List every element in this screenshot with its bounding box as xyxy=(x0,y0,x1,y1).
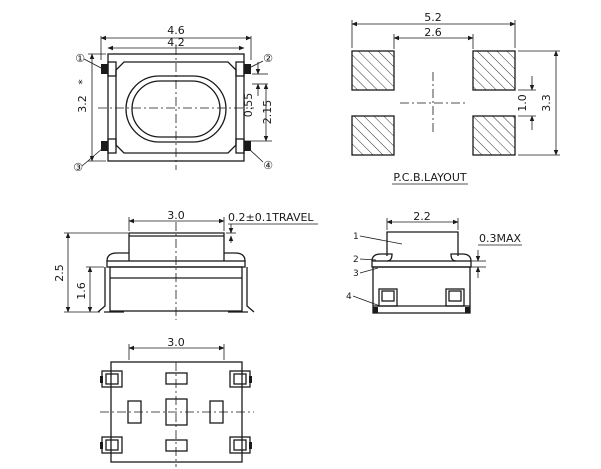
pcb-dim-height: 3.3 xyxy=(540,94,553,112)
side-dim-travel: 0.2±0.1TRAVEL xyxy=(228,211,314,224)
dim-outer-width: 4.6 xyxy=(167,24,185,37)
pcb-pad-tl xyxy=(351,50,395,91)
pin-pad-2 xyxy=(244,64,251,74)
detail-label-1: 1 xyxy=(353,232,359,242)
pcb-dim-pad-gap: 1.0 xyxy=(516,94,529,112)
pcb-dim-width: 5.2 xyxy=(424,11,442,24)
detail-dim-max: 0.3MAX xyxy=(479,232,522,245)
detail-actuator xyxy=(386,231,459,256)
dim-pin-span: 2.15 xyxy=(261,100,274,125)
bottom-dim-width: 3.0 xyxy=(167,336,185,349)
side-dim-actuator: 3.0 xyxy=(167,209,185,222)
side-actuator xyxy=(128,232,225,261)
dim-pin-width: 0.55 xyxy=(242,93,255,118)
side-view: 3.0 0.2±0.1TRAVEL 2.5 1.6 xyxy=(53,209,318,320)
detail-body xyxy=(372,266,471,314)
detail-label-4: 4 xyxy=(346,292,352,302)
side-terminal-left xyxy=(97,267,106,313)
detail-label-2: 2 xyxy=(353,255,359,265)
pin-label-3: ③ xyxy=(73,161,83,174)
pin-pad-1 xyxy=(101,64,108,74)
dim-star: * xyxy=(76,79,89,85)
pcb-caption: P.C.B.LAYOUT xyxy=(393,171,467,184)
pin-label-4: ④ xyxy=(263,159,273,172)
pcb-pad-tr xyxy=(472,50,516,91)
pin-pad-3 xyxy=(101,141,108,151)
bottom-view: 3.0 xyxy=(100,336,254,467)
bottom-feature-bottom xyxy=(165,439,188,452)
top-inner-frame xyxy=(115,61,237,154)
detail-dim-actuator: 2.2 xyxy=(413,210,431,223)
side-dim-total-height: 2.5 xyxy=(53,264,66,282)
dim-height: 3.2 xyxy=(76,95,89,113)
top-notch-tr xyxy=(235,61,245,77)
bottom-feature-top xyxy=(165,372,188,385)
pcb-dim-gap: 2.6 xyxy=(424,26,442,39)
dim-inner-width: 4.2 xyxy=(167,36,185,49)
top-view: 4.6 4.2 3.2 * 0.55 2.15 ① ② ③ ④ xyxy=(73,24,274,174)
pcb-pad-br xyxy=(472,115,516,156)
pcb-pad-bl xyxy=(351,115,395,156)
side-dim-body-height: 1.6 xyxy=(75,282,88,300)
detail-view: 2.2 0.3MAX 1 2 3 4 xyxy=(346,210,522,314)
top-notch-br xyxy=(235,138,245,154)
pcb-layout: 5.2 2.6 1.0 3.3 P.C.B.LAYOUT xyxy=(351,11,560,185)
pin-pad-4 xyxy=(244,141,251,151)
top-notch-tl xyxy=(107,61,117,77)
detail-cover xyxy=(371,260,472,268)
pin-label-1: ① xyxy=(75,52,85,65)
side-terminal-right xyxy=(246,267,255,313)
detail-label-3: 3 xyxy=(353,269,359,279)
pin-label-2: ② xyxy=(263,52,273,65)
top-notch-bl xyxy=(107,138,117,154)
